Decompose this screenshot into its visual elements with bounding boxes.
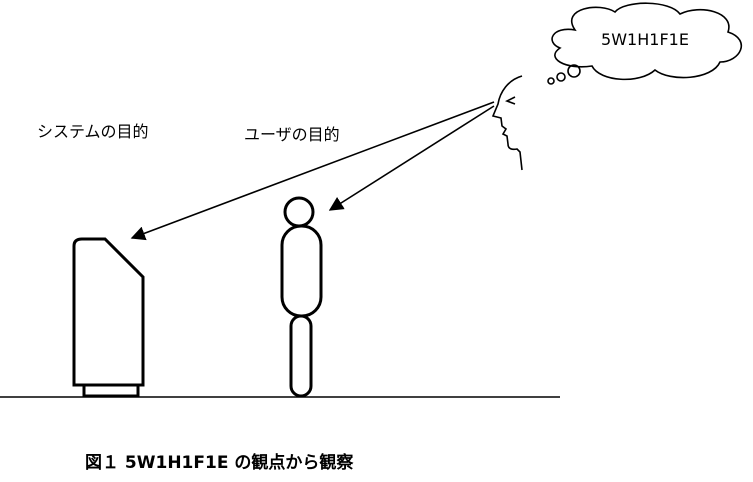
- system-purpose-label: システムの目的: [37, 122, 149, 141]
- user-purpose-label: ユーザの目的: [244, 125, 340, 144]
- user-figure: [280, 196, 323, 398]
- sight-line-to-system: [130, 101, 495, 241]
- system-machine: [72, 237, 145, 398]
- thought-text: 5W1H1F1E: [601, 30, 689, 49]
- observer-eye: [505, 96, 516, 105]
- sight-line-to-user: [328, 105, 495, 211]
- thought-cloud: 5W1H1F1E: [551, 2, 742, 81]
- observer-head: [491, 75, 523, 171]
- figure-caption: 図１ 5W1H1F1E の観点から観察: [85, 452, 354, 473]
- thought-bubbles: [547, 64, 581, 85]
